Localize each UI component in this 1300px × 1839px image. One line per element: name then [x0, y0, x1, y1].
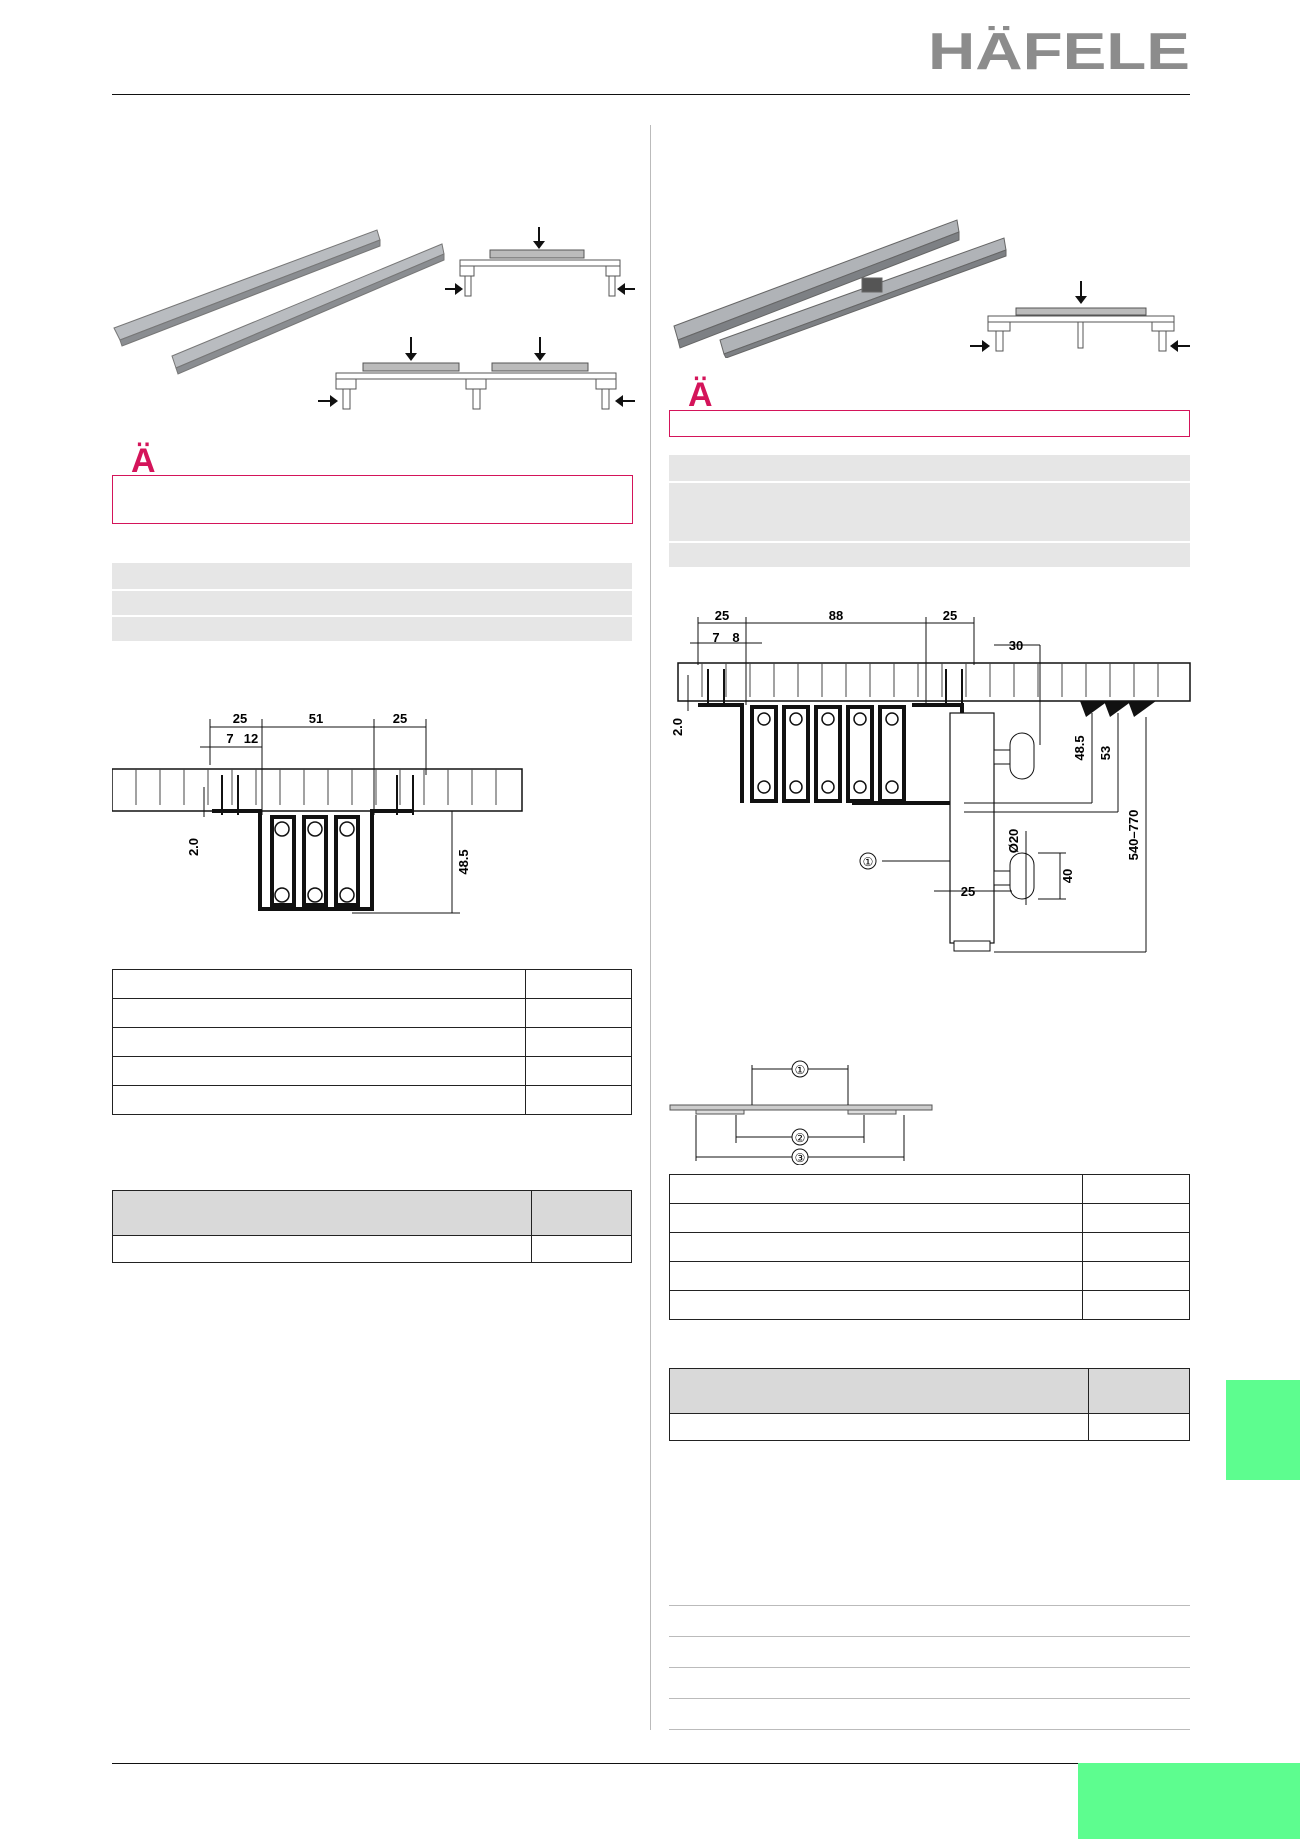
table-header-row — [112, 1190, 632, 1236]
table-row — [669, 1232, 1190, 1262]
list-item — [669, 1636, 1190, 1667]
dim-30: 30 — [1009, 638, 1023, 653]
dim-53: 53 — [1098, 746, 1113, 760]
list-item — [669, 1729, 1190, 1730]
table-row — [112, 1027, 632, 1057]
runner-photo-left — [113, 229, 445, 375]
spec-table-right — [669, 455, 1190, 569]
load-diagram-top-left — [445, 227, 635, 297]
dim-48-5: 48.5 — [456, 849, 471, 874]
table-row — [112, 563, 632, 591]
dim-540-770: 540–770 — [1126, 810, 1141, 861]
table-row — [112, 1235, 632, 1263]
table-row — [112, 998, 632, 1028]
dim-2-0: 2.0 — [672, 718, 685, 736]
note-box-right — [669, 410, 1190, 437]
note-box-left — [112, 475, 633, 524]
table-row — [669, 1413, 1190, 1441]
dim-25-post: 25 — [961, 884, 975, 899]
hafele-logo: HÄFELE — [928, 26, 1190, 72]
dim-25-left: 25 — [715, 608, 729, 623]
callout-1: ① — [795, 1063, 806, 1077]
list-item — [669, 1698, 1190, 1729]
table-header-row — [669, 1368, 1190, 1414]
ruled-list-right — [669, 1605, 1190, 1730]
dim-12: 12 — [244, 731, 258, 746]
dim-40: 40 — [1060, 869, 1075, 883]
svg-text:HÄFELE: HÄFELE — [928, 26, 1190, 72]
footer-rule — [112, 1763, 1078, 1764]
data-table-right — [669, 1174, 1190, 1320]
dim-25-right: 25 — [393, 711, 407, 726]
table-row — [112, 1085, 632, 1115]
table-row — [669, 1290, 1190, 1320]
table-row — [112, 969, 632, 999]
technical-drawing-left: 25 51 25 7 12 2.0 48.5 — [112, 711, 523, 914]
header-rule — [112, 94, 1190, 95]
order-table-left — [112, 1190, 632, 1263]
table-row — [112, 1056, 632, 1086]
callout-3: ③ — [795, 1151, 806, 1165]
load-diagram-bottom-left — [318, 337, 635, 410]
dim-88: 88 — [829, 608, 843, 623]
spec-table-left — [112, 563, 632, 643]
table-row — [669, 542, 1190, 569]
note-icon-left: Ä — [131, 442, 156, 480]
table-row — [669, 482, 1190, 543]
chapter-tab — [1226, 1380, 1300, 1480]
plate-drawing-right: ① ② ③ — [669, 1060, 933, 1165]
callout-1: ① — [863, 855, 874, 869]
list-item — [669, 1605, 1190, 1636]
dim-7: 7 — [226, 731, 233, 746]
dim-51: 51 — [309, 711, 323, 726]
dim-7: 7 — [712, 630, 719, 645]
table-row — [669, 1203, 1190, 1233]
column-divider — [650, 125, 651, 1730]
data-table-left — [112, 969, 632, 1115]
footer-tab — [1078, 1763, 1300, 1839]
dim-diameter-20: Ø20 — [1006, 829, 1021, 854]
table-row — [669, 1261, 1190, 1291]
table-row — [112, 616, 632, 643]
table-row — [112, 590, 632, 617]
technical-drawing-right: ① 25 88 25 7 8 30 2.0 48.5 53 540–770 Ø2… — [672, 608, 1191, 953]
runner-photo-right — [673, 219, 1007, 358]
callout-2: ② — [795, 1131, 806, 1145]
dim-25-right: 25 — [943, 608, 957, 623]
dim-8: 8 — [732, 630, 739, 645]
table-row — [669, 455, 1190, 483]
order-table-right — [669, 1368, 1190, 1441]
dim-48-5: 48.5 — [1072, 735, 1087, 760]
dim-2-0: 2.0 — [186, 838, 201, 856]
note-icon-right: Ä — [688, 376, 713, 414]
dim-25-left: 25 — [233, 711, 247, 726]
list-item — [669, 1667, 1190, 1698]
table-row — [669, 1174, 1190, 1204]
load-diagram-right — [970, 281, 1190, 352]
